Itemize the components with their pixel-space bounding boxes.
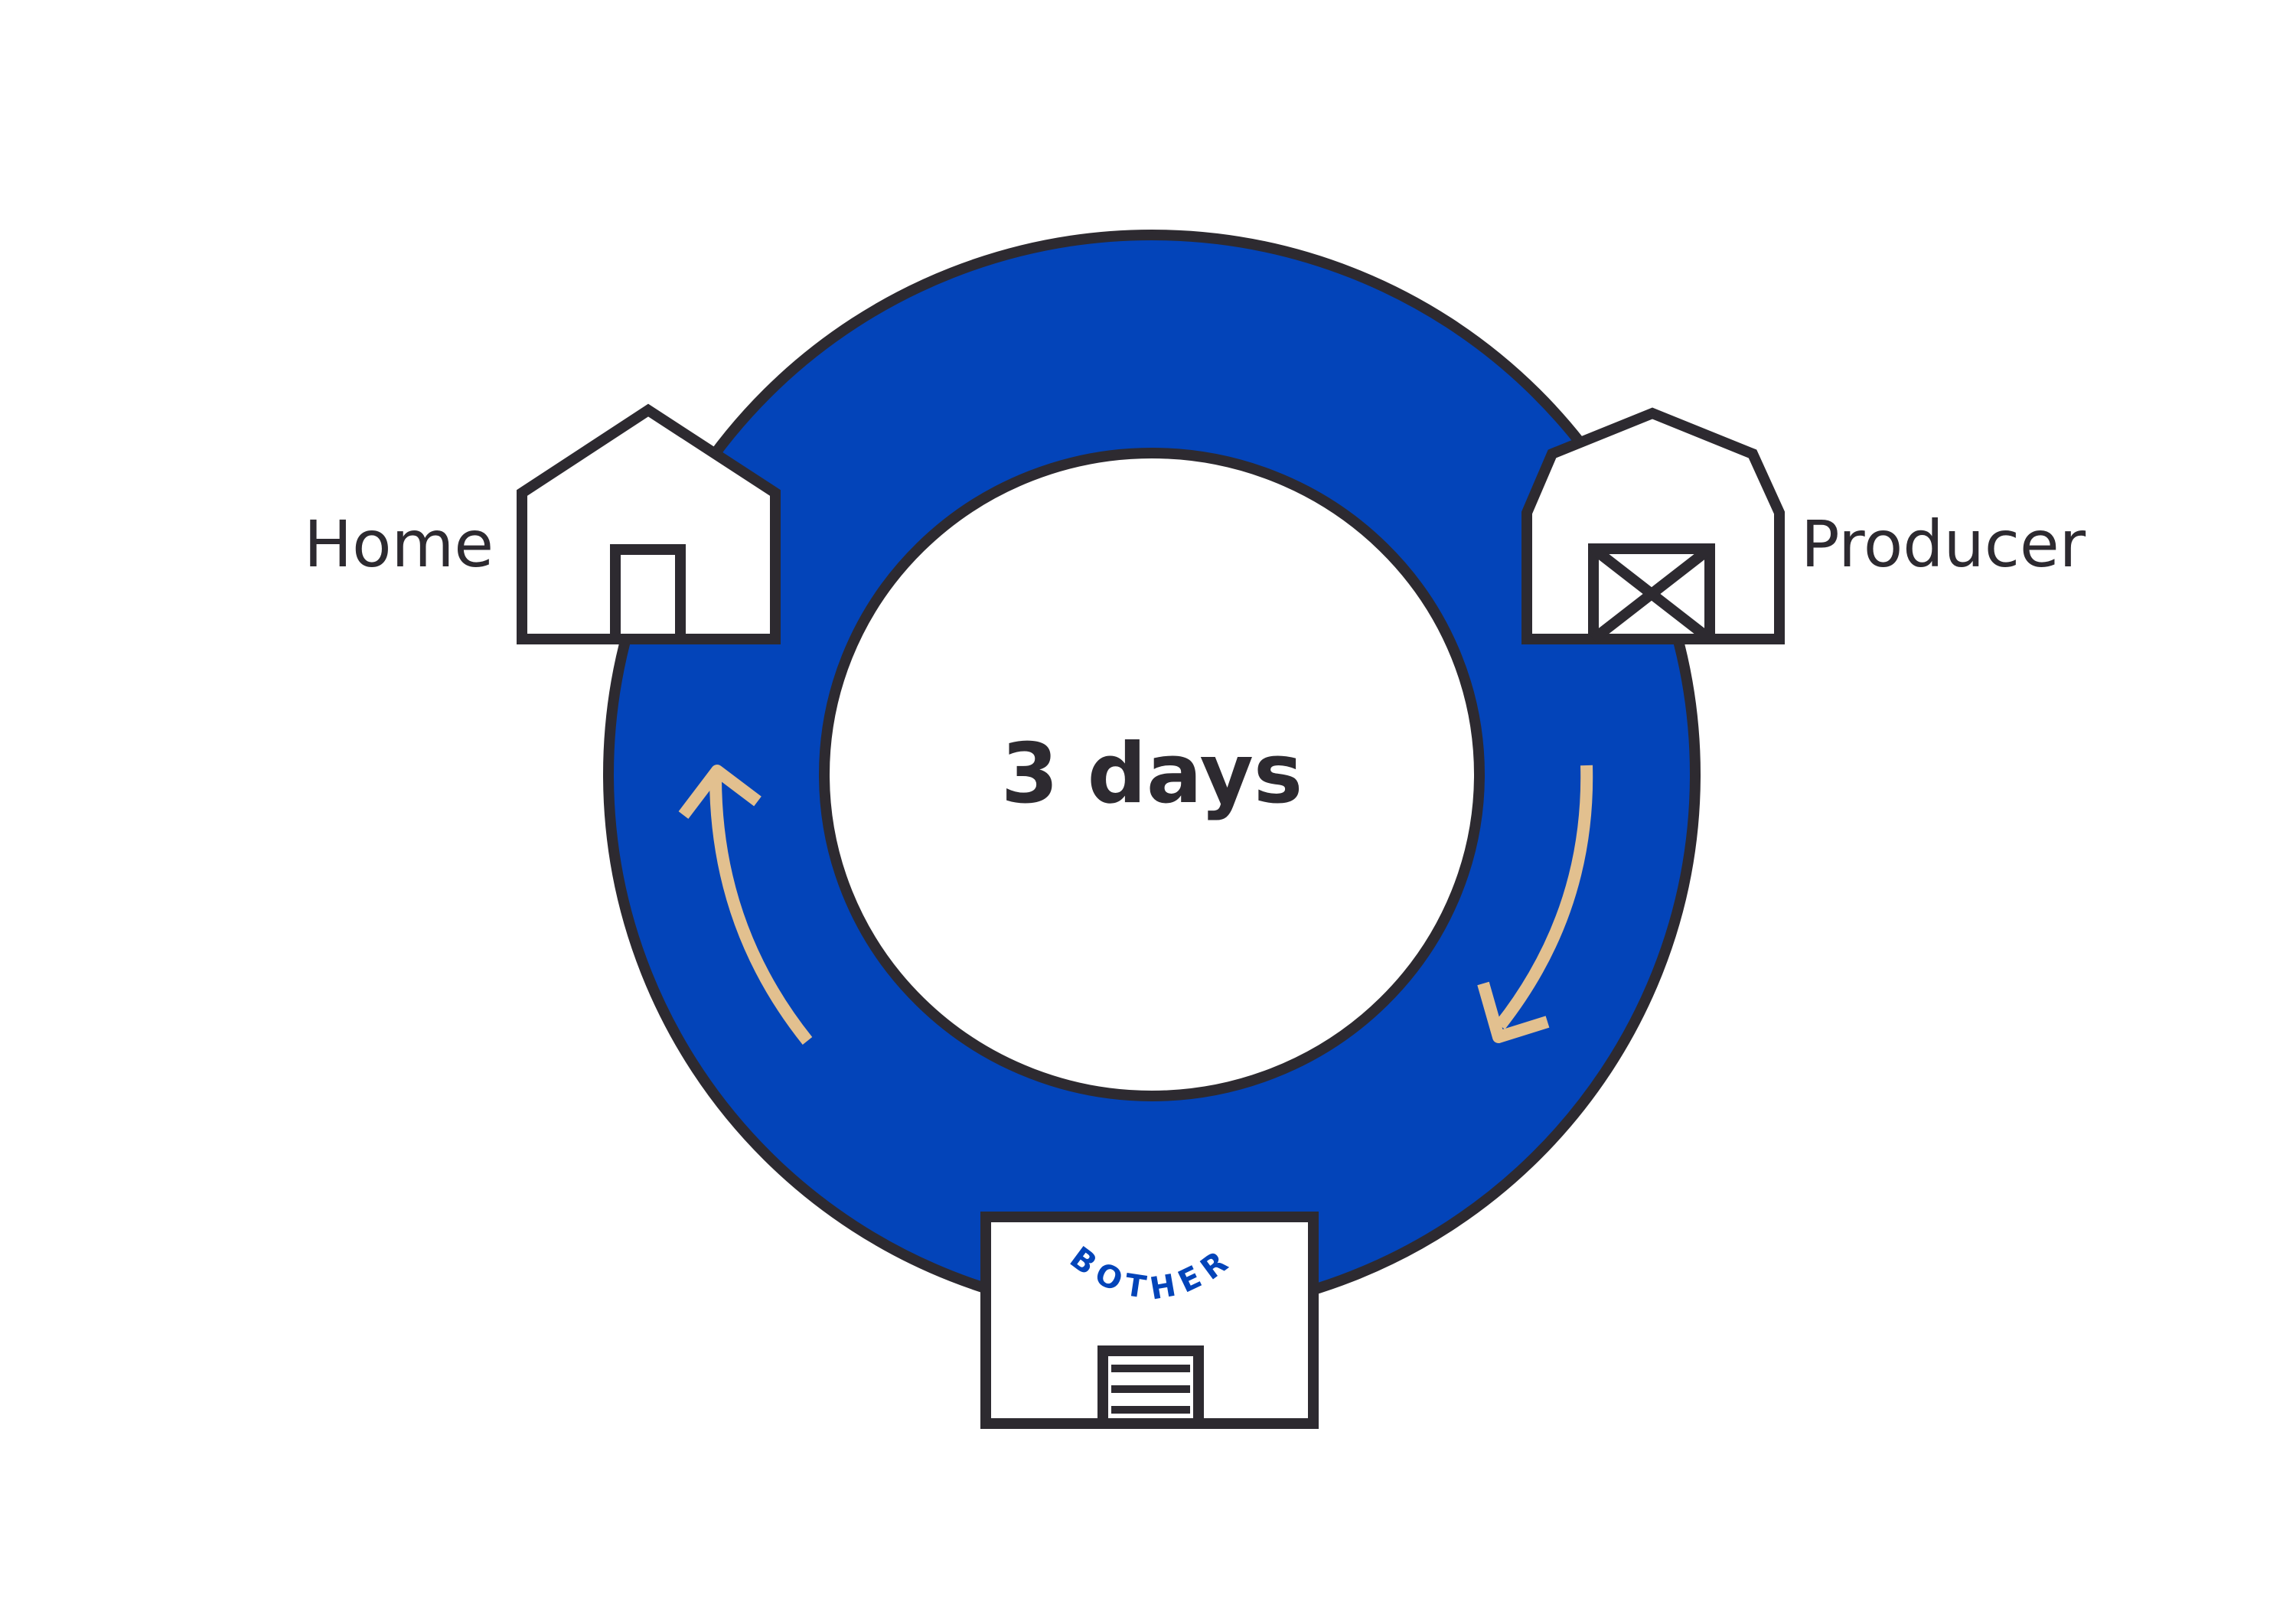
producer-label: Producer — [1801, 507, 2086, 582]
arrow-producer-to-warehouse-head — [1477, 981, 1550, 1043]
house-icon — [517, 403, 781, 644]
producer-node: Producer — [1521, 407, 2086, 644]
arrow-warehouse-to-home — [678, 765, 813, 1045]
arrow-warehouse-to-home-head — [678, 765, 762, 819]
warehouse-icon — [980, 1212, 1319, 1429]
arrow-producer-to-warehouse-shaft — [1495, 765, 1593, 1029]
home-node: Home — [304, 403, 781, 644]
cycle-ring — [603, 230, 1701, 1319]
arrow-warehouse-to-home-shaft — [709, 776, 813, 1045]
barn-icon — [1521, 407, 1785, 644]
cycle-duration: 3 days — [1001, 726, 1303, 822]
home-label: Home — [304, 507, 494, 582]
arrow-producer-to-warehouse — [1477, 765, 1593, 1043]
ring-inner — [819, 448, 1485, 1101]
warehouse-node: BOTHER — [980, 1212, 1319, 1429]
